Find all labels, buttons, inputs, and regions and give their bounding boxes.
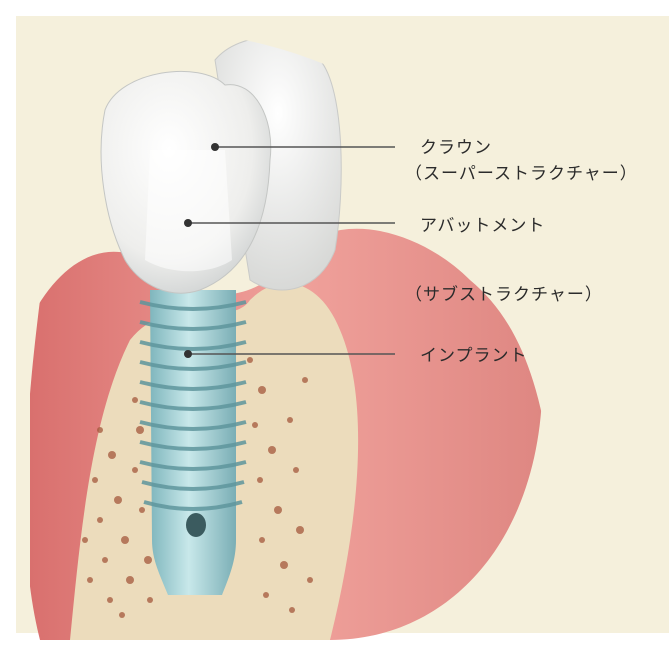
- label-crown-subtitle: （スーパーストラクチャー）: [405, 163, 638, 185]
- label-crown: クラウン: [420, 137, 492, 159]
- implant-vent-hole: [186, 513, 206, 537]
- label-implant: インプラント: [420, 345, 528, 367]
- implant-fixture: [140, 290, 246, 595]
- label-abutment-subtitle: （サブストラクチャー）: [405, 284, 603, 306]
- abutment: [145, 150, 232, 271]
- label-abutment: アバットメント: [420, 215, 545, 237]
